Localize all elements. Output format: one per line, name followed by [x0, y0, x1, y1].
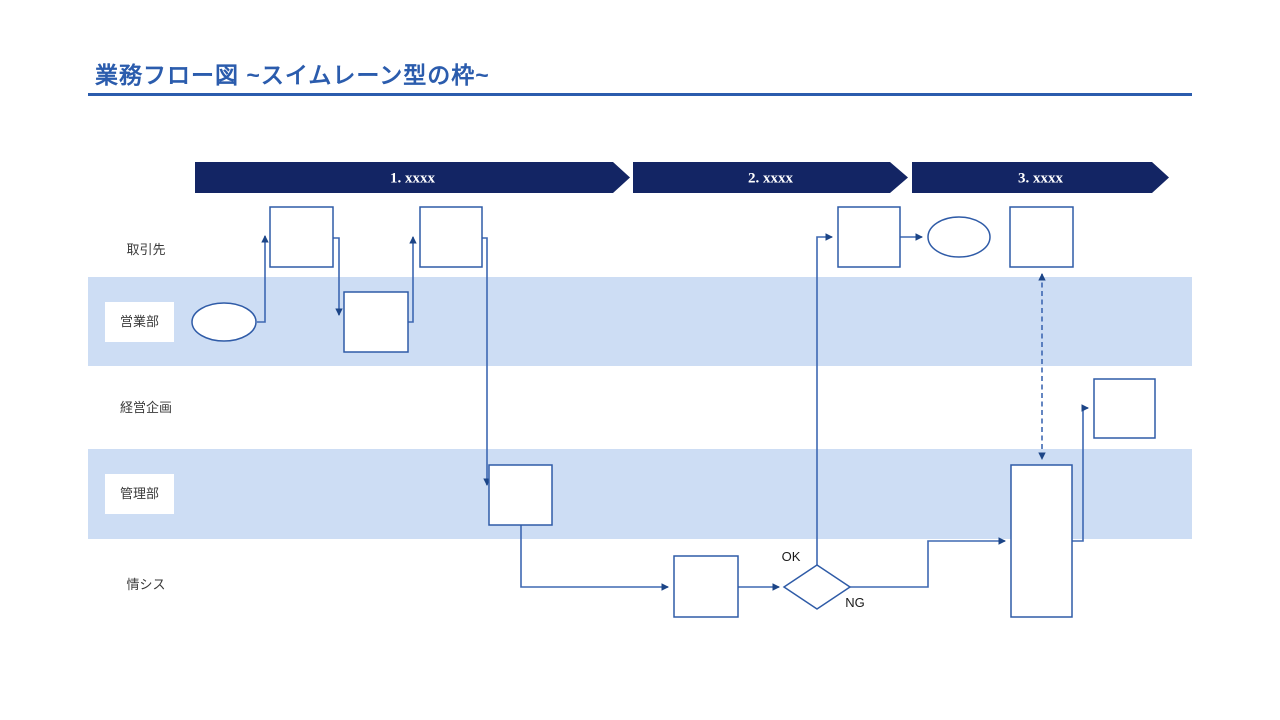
phase-arrow-2	[633, 162, 908, 193]
phase-arrow-1	[195, 162, 630, 193]
phase-arrow-label-2: 2. xxxx	[748, 171, 794, 187]
lane-band-admin	[88, 449, 1192, 539]
decision-branch-label-ng: NG	[845, 595, 865, 610]
connector-p1-sales-box-to-p1-client-box-2	[408, 236, 417, 323]
decision-diamond	[782, 564, 852, 610]
lane-band-sales	[88, 277, 1192, 366]
connector-p3-admin-tall-box-to-p3-planning-box	[1072, 404, 1089, 542]
page-title: 業務フロー図 ~スイムレーン型の枠~	[95, 62, 490, 88]
lane-label-sales: 営業部	[105, 302, 174, 342]
phase-arrow-label-3: 3. xxxx	[1018, 171, 1064, 187]
lane-label-client: 取引先	[126, 242, 166, 257]
connector-start-node-to-p1-client-box-1	[257, 235, 269, 323]
end-node	[927, 216, 991, 258]
phase-arrow-3	[912, 162, 1169, 193]
lane-label-it: 情シス	[126, 577, 166, 592]
connector-p1-client-box-1-to-p1-sales-box	[333, 237, 343, 316]
p2-client-box	[837, 206, 901, 268]
connector-p1-client-box-2-to-p1-admin-box	[482, 237, 491, 486]
p1-admin-box	[488, 464, 553, 526]
lane-label-planning: 経営企画	[119, 400, 172, 415]
connector-decision-diamond-to-p3-admin-tall-box	[850, 537, 1006, 588]
p1-client-box-1	[269, 206, 334, 268]
p3-admin-tall-box	[1010, 464, 1073, 618]
p3-planning-box	[1093, 378, 1156, 439]
start-node	[191, 302, 257, 342]
p1-it-box	[673, 555, 739, 618]
decision-branch-label-ok: OK	[782, 549, 801, 564]
connector-decision-diamond-to-p2-client-box	[816, 233, 833, 565]
lane-label-admin: 管理部	[105, 474, 174, 514]
title-underline	[88, 93, 1192, 96]
p1-sales-box	[343, 291, 409, 353]
p1-client-box-2	[419, 206, 483, 268]
connector-p1-admin-box-to-p1-it-box	[520, 525, 669, 591]
phase-arrow-label-1: 1. xxxx	[390, 171, 436, 187]
p3-client-box	[1009, 206, 1074, 268]
